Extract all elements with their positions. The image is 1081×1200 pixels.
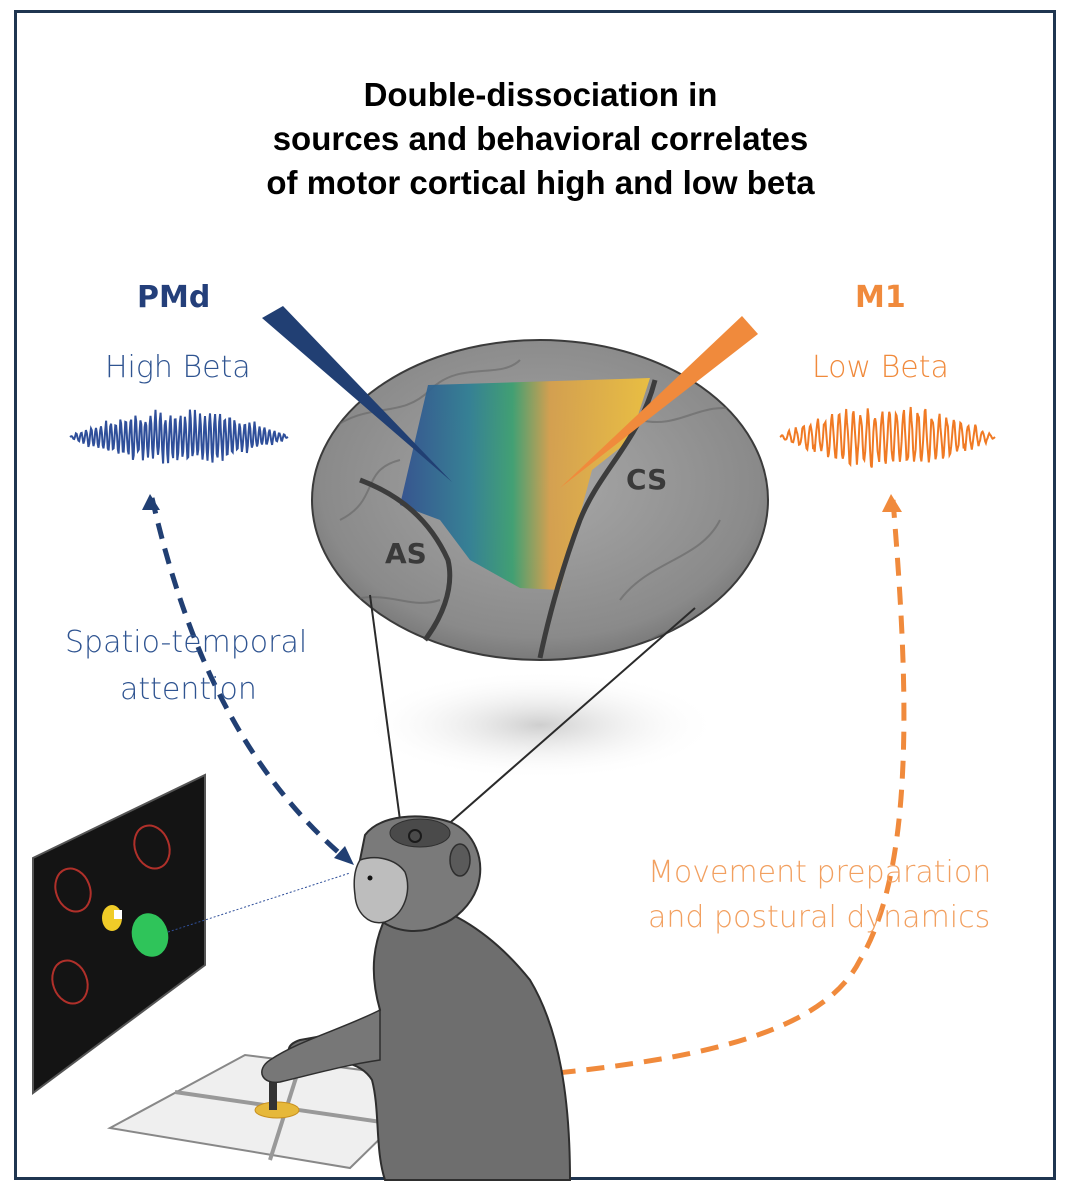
task-screen-icon: [32, 773, 206, 1095]
arcuate-sulcus-label: AS: [385, 537, 427, 570]
beta-frequency-map: [400, 378, 650, 590]
figure-title: Double-dissociation in sources and behav…: [0, 73, 1081, 205]
high-beta-label: High Beta: [105, 350, 251, 385]
low-beta-waveform: [779, 406, 996, 468]
attention-arrow-head-bottom: [334, 846, 354, 865]
attention-label-line-1: Spatio-temporal: [65, 625, 308, 660]
pmd-region-label: PMd: [137, 280, 211, 315]
m1-region-label: M1: [855, 280, 906, 315]
title-line-2: sources and behavioral correlates: [272, 120, 809, 157]
movement-arrow-head-top: [882, 494, 902, 512]
low-beta-label: Low Beta: [812, 350, 949, 385]
attention-label-line-2: attention: [120, 672, 257, 707]
high-beta-waveform: [69, 409, 289, 464]
central-sulcus-label: CS: [626, 463, 668, 496]
m1-electrode-icon: [560, 316, 758, 488]
zoom-line-left: [369, 594, 403, 836]
title-line-3: of motor cortical high and low beta: [266, 164, 815, 201]
brain-shadow: [360, 670, 720, 780]
monkey-icon: [261, 815, 572, 1181]
attention-arrow-head-top: [142, 494, 160, 510]
brain-magnifier-icon: [311, 339, 769, 661]
zoom-line-right: [427, 607, 696, 843]
title-line-1: Double-dissociation in: [363, 76, 718, 113]
arcuate-sulcus: [359, 477, 453, 642]
pmd-electrode-icon: [262, 306, 452, 482]
movement-label-line-1: Movement preparation: [648, 855, 992, 890]
movement-label-line-2: and postural dynamics: [648, 900, 991, 935]
